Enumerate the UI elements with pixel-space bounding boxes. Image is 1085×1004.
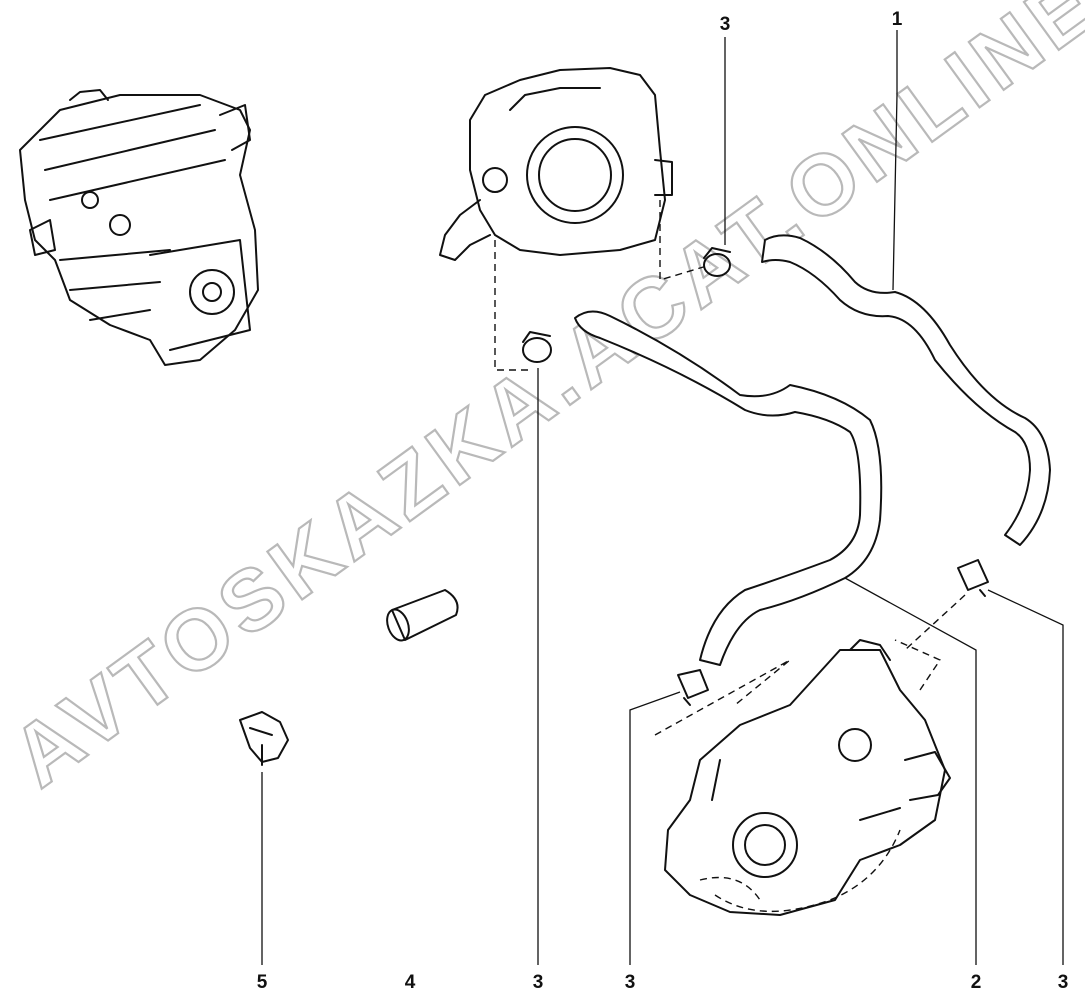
connector-pipe bbox=[386, 589, 459, 642]
callout-2: 2 bbox=[971, 972, 982, 993]
leader-lines bbox=[261, 30, 1064, 965]
callout-3-top: 3 bbox=[720, 14, 731, 35]
mounting-bracket bbox=[239, 711, 289, 766]
dashed-guide-right bbox=[904, 594, 966, 651]
engine-overview-illustration bbox=[19, 89, 259, 366]
watermark-text: AVTOSKAZKA.ACAT.ONLINE bbox=[0, 0, 1085, 806]
coolant-hose-1 bbox=[761, 234, 1051, 546]
dashed-guide-left bbox=[654, 659, 791, 736]
callout-3-bottom-a: 3 bbox=[533, 972, 544, 993]
coolant-hose-2 bbox=[574, 310, 883, 666]
hose-clamp-bottom-left bbox=[677, 669, 709, 706]
throttle-body-illustration bbox=[439, 67, 711, 371]
callout-3-bottom-c: 3 bbox=[1058, 972, 1069, 993]
thermostat-housing-illustration bbox=[664, 639, 951, 916]
callout-4: 4 bbox=[405, 972, 416, 993]
hose-clamp-left bbox=[522, 331, 552, 363]
callout-5: 5 bbox=[257, 972, 268, 993]
hose-clamp-top bbox=[703, 247, 731, 277]
callout-1: 1 bbox=[892, 9, 903, 30]
callout-3-bottom-b: 3 bbox=[625, 972, 636, 993]
hose-clamp-bottom-right bbox=[957, 559, 989, 597]
